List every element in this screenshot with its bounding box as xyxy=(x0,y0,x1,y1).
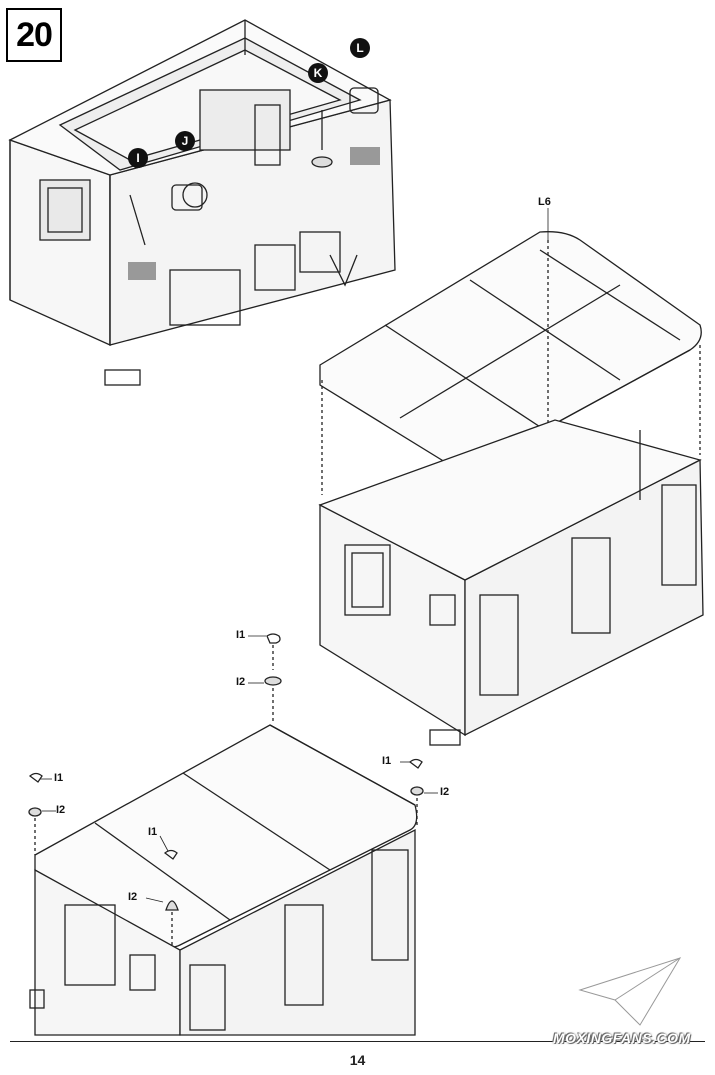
label-hatch-top-center: I1 xyxy=(236,629,246,641)
open-body-view xyxy=(8,19,396,386)
label-hatch-base-left: I2 xyxy=(56,804,66,816)
label-roof: L6 xyxy=(538,196,551,208)
label-hatch-top-left: I1 xyxy=(54,772,64,784)
callout-k: K xyxy=(308,63,328,83)
label-hatch-base-center: I2 xyxy=(236,676,246,688)
label-hatch-top-middle: I1 xyxy=(148,826,158,838)
label-hatch-top-right: I1 xyxy=(382,755,392,767)
watermark-text: MOXINGFANS.COM xyxy=(553,1030,691,1046)
hatch-parts xyxy=(28,633,424,945)
completed-body-view xyxy=(29,724,418,1036)
step-number: 20 xyxy=(16,15,53,54)
watermark-plane-logo xyxy=(578,957,682,1026)
callout-l: L xyxy=(350,38,370,58)
label-hatch-base-middle: I2 xyxy=(128,891,138,903)
page-number: 14 xyxy=(349,1052,366,1068)
callout-i: I xyxy=(128,148,148,168)
leader-lines xyxy=(40,208,549,903)
roof-assembly-view xyxy=(318,231,704,746)
label-hatch-base-right: I2 xyxy=(440,786,450,798)
footer-rule xyxy=(10,1041,705,1042)
callout-j: J xyxy=(175,131,195,151)
step-number-box: 20 xyxy=(6,8,62,62)
